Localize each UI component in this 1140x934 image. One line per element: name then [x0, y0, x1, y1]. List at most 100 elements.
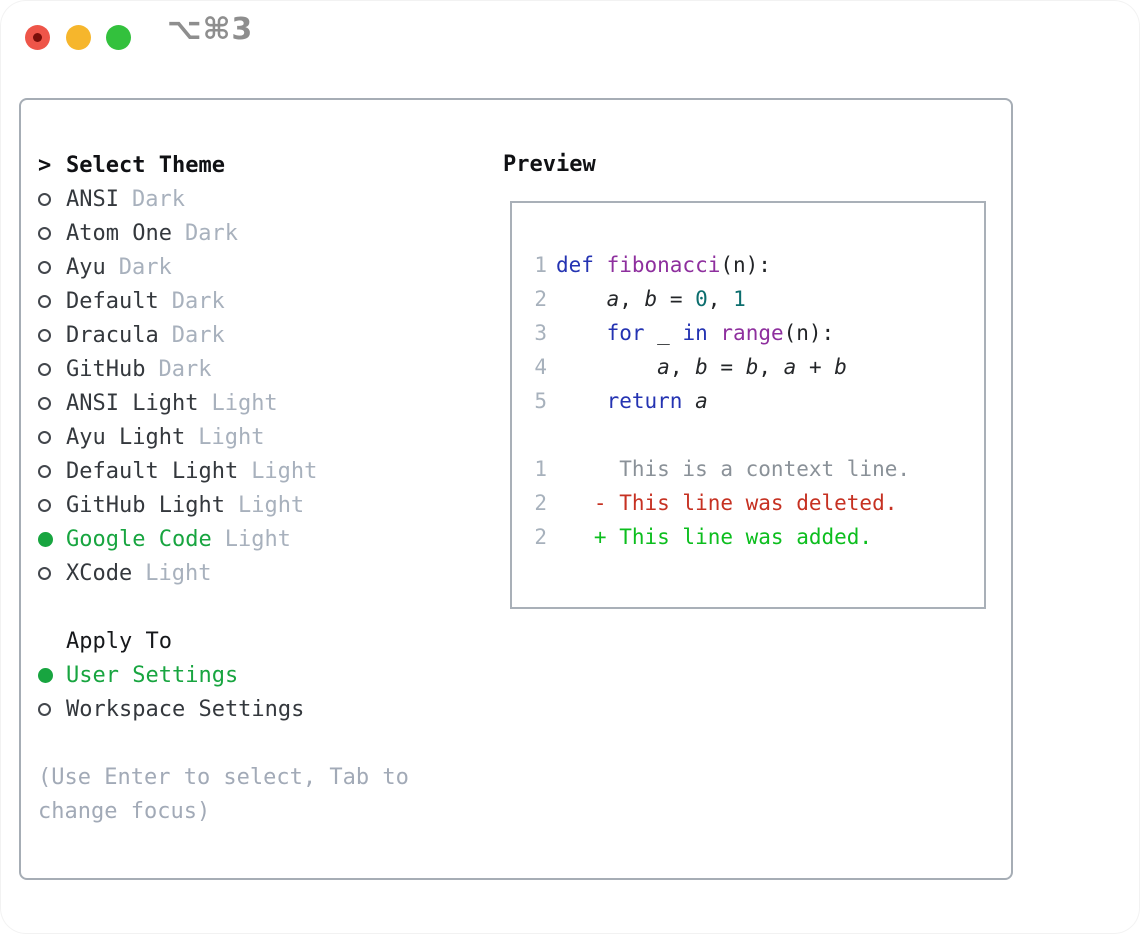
token-plain	[556, 355, 657, 379]
code-text: return a	[556, 389, 708, 413]
line-number: 2	[534, 525, 547, 549]
theme-option-marker	[38, 226, 66, 240]
theme-option-marker	[38, 294, 66, 308]
token-plain	[556, 321, 607, 345]
minimize-button[interactable]	[66, 25, 91, 50]
token-plain: ,	[619, 287, 645, 311]
token-plain	[556, 287, 607, 311]
theme-variant-badge: Dark	[118, 254, 172, 280]
token-plain: _	[644, 321, 683, 345]
token-num: 0	[695, 287, 708, 311]
token-plain: +	[796, 355, 835, 379]
apply-to-header-label: Apply To	[66, 628, 172, 654]
token-kw: for	[606, 321, 645, 345]
token-plain: ,	[669, 355, 696, 379]
diff-text-context: This is a context line.	[556, 457, 911, 481]
code-text: for _ in range(n):	[556, 321, 835, 345]
selected-dot-icon	[38, 667, 53, 683]
token-plain	[556, 389, 607, 413]
theme-option-marker	[38, 531, 66, 547]
radio-circle-icon	[38, 566, 51, 580]
theme-option-marker	[38, 192, 66, 206]
line-number: 3	[534, 321, 547, 345]
theme-variant-badge: Dark	[131, 186, 185, 212]
diff-text-added: + This line was added.	[556, 525, 873, 549]
theme-name: ANSI Light	[66, 390, 199, 416]
code-line: 4 a, b = b, a + b	[525, 350, 984, 384]
spacer	[525, 418, 984, 452]
theme-name: Default	[66, 288, 159, 314]
radio-circle-icon	[38, 226, 51, 240]
theme-option-marker	[38, 430, 66, 444]
token-var: b	[644, 287, 658, 311]
token-plain: =	[707, 355, 746, 379]
line-number: 2	[534, 287, 547, 311]
theme-name: GitHub Light	[66, 492, 225, 518]
theme-variant-badge: Dark	[184, 220, 238, 246]
token-plain: =	[657, 287, 696, 311]
theme-option-marker	[38, 362, 66, 376]
line-number: 4	[534, 355, 547, 379]
token-kw: in	[682, 321, 708, 345]
theme-variant-badge: Dark	[171, 288, 225, 314]
apply-option-label: User Settings	[66, 662, 239, 688]
theme-name: GitHub	[66, 356, 146, 382]
theme-name: Ayu Light	[66, 424, 186, 450]
token-num: 1	[733, 287, 746, 311]
radio-circle-icon	[38, 430, 51, 444]
radio-circle-icon	[38, 362, 51, 376]
line-number: 1	[534, 253, 547, 277]
maximize-button[interactable]	[106, 25, 131, 50]
diff-sample: 1 This is a context line. 2 - This line w…	[525, 452, 984, 554]
line-number: 2	[534, 491, 547, 515]
token-fn: range	[720, 321, 784, 345]
theme-name: Dracula	[66, 322, 159, 348]
apply-option-label: Workspace Settings	[66, 696, 305, 722]
theme-option[interactable]: Default Dark	[38, 284, 488, 318]
theme-option-marker	[38, 566, 66, 580]
token-plain: (n):	[720, 253, 771, 277]
token-var: a	[657, 355, 670, 379]
apply-option[interactable]: Workspace Settings	[38, 692, 488, 726]
spacer	[38, 726, 488, 760]
apply-to-header: Apply To	[38, 624, 488, 658]
radio-circle-icon	[38, 396, 51, 410]
theme-name: XCode	[66, 560, 133, 586]
token-var: b	[745, 355, 759, 379]
apply-option[interactable]: User Settings	[38, 658, 488, 692]
apply-option-marker	[38, 667, 66, 683]
token-plain	[682, 389, 695, 413]
line-number: 1	[534, 457, 547, 481]
radio-circle-icon	[38, 328, 51, 342]
select-theme-header: > Select Theme	[38, 148, 488, 182]
theme-variant-badge: Light	[224, 526, 291, 552]
code-line: 5 return a	[525, 384, 984, 418]
close-button-dot-icon	[33, 33, 42, 42]
diff-line: 2 - This line was deleted.	[525, 486, 984, 520]
code-line: 3 for _ in range(n):	[525, 316, 984, 350]
token-plain: (n):	[783, 321, 835, 345]
diff-text-deleted: - This line was deleted.	[556, 491, 898, 515]
radio-circle-icon	[38, 464, 51, 478]
code-text: a, b = 0, 1	[556, 287, 746, 311]
close-button[interactable]	[25, 25, 50, 50]
token-var: b	[695, 355, 708, 379]
token-var: a	[783, 355, 797, 379]
